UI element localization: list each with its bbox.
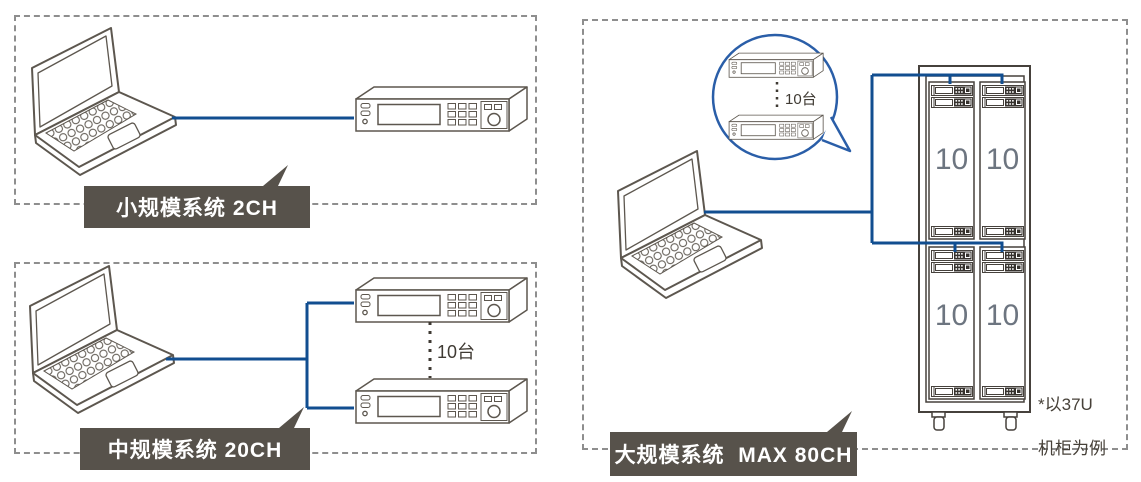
laptop-icon (29, 265, 175, 414)
bubble-unit-count-label: 10台 (785, 91, 817, 108)
rack-footnote-line1: *以37U (1038, 395, 1093, 414)
bench-instrument-icon (728, 114, 824, 140)
bubble-tail (821, 116, 852, 153)
rack-footnote: *以37U 机柜为例 (1038, 372, 1106, 482)
bubble-callout (711, 33, 852, 161)
bench-instrument-icon (355, 277, 528, 323)
rack-footnote-line2: 机柜为例 (1038, 439, 1106, 458)
bench-instrument-icon (728, 52, 824, 78)
rack-slot-count: 10 (985, 299, 1020, 332)
connection-line (166, 73, 1004, 410)
caster-wheel-icon (931, 411, 1018, 431)
laptop-icon (31, 27, 177, 176)
rack-slot-count: 10 (985, 143, 1020, 176)
small-system-label-text: 小规模系统 2CH (116, 197, 278, 220)
rack-slot-count: 10 (934, 143, 969, 176)
small-system-label: 小规模系统 2CH (84, 165, 310, 228)
label-tail (827, 411, 852, 432)
rack-slot-count: 10 (934, 299, 969, 332)
medium-system-label: 中规模系统 20CH (80, 407, 310, 470)
label-tail (263, 165, 288, 186)
bench-instrument-icon (355, 86, 528, 132)
bench-instrument-icon (355, 378, 528, 424)
laptop-icon (617, 150, 763, 299)
unit-count-label: 10台 (437, 342, 476, 362)
large-system-label: 大规模系统 MAX 80CH (610, 411, 857, 476)
large-system-label-text: 大规模系统 MAX 80CH (614, 444, 853, 467)
rack-cabinet-icon (918, 65, 1031, 431)
medium-system-label-text: 中规模系统 20CH (107, 439, 283, 462)
label-tail (279, 407, 304, 428)
